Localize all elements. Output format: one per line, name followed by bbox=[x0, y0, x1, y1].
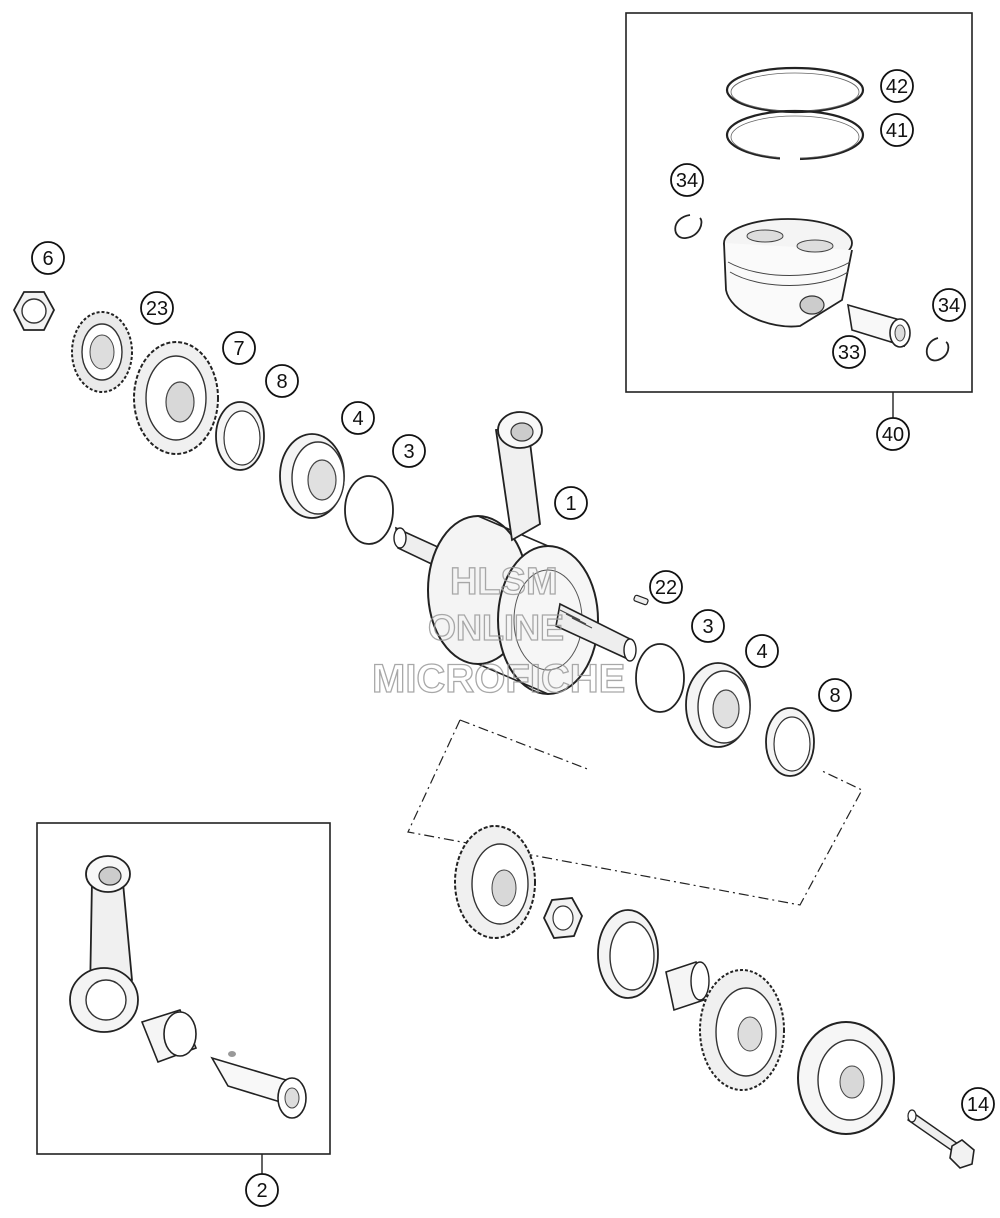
callout-41: 41 bbox=[880, 113, 914, 147]
callout-1-label: 1 bbox=[565, 493, 576, 515]
callout-7-label: 7 bbox=[233, 338, 244, 360]
piston-ring-gap bbox=[780, 152, 800, 164]
callout-34-right: 34 bbox=[932, 288, 966, 322]
callout-4-left-label: 4 bbox=[352, 408, 363, 430]
wrist-pin bbox=[210, 1051, 307, 1119]
callout-42: 42 bbox=[880, 69, 914, 103]
shim-right bbox=[635, 643, 685, 713]
alternate-version-outline bbox=[407, 719, 863, 906]
callout-34-right-label: 34 bbox=[938, 295, 960, 317]
conrod-kit-box bbox=[36, 822, 331, 1155]
alternate-gear bbox=[454, 825, 536, 939]
piston-kit-box bbox=[625, 12, 973, 393]
callout-2: 2 bbox=[245, 1173, 279, 1207]
primary-gear bbox=[71, 311, 133, 393]
conrod-kit-group bbox=[36, 822, 331, 1174]
callout-40: 40 bbox=[876, 417, 910, 451]
callout-3-right-label: 3 bbox=[702, 616, 713, 638]
needle-bushing bbox=[665, 960, 710, 1012]
piston-pin bbox=[847, 303, 911, 348]
piston-kit-group bbox=[625, 12, 973, 418]
callout-4-left: 4 bbox=[341, 401, 375, 435]
callout-1: 1 bbox=[554, 486, 588, 520]
callout-8-right: 8 bbox=[818, 678, 852, 712]
watermark-line1: HLSM bbox=[450, 561, 558, 603]
main-bearing-left bbox=[279, 433, 345, 519]
spacer-ring-right bbox=[765, 707, 815, 777]
circlip-right bbox=[925, 337, 950, 362]
piston bbox=[723, 218, 853, 328]
circlip-left bbox=[674, 214, 703, 239]
callout-3-right: 3 bbox=[691, 609, 725, 643]
callout-3-left-label: 3 bbox=[403, 441, 414, 463]
callout-4-right-label: 4 bbox=[756, 641, 767, 663]
callout-8-right-label: 8 bbox=[829, 685, 840, 707]
callout-34-left: 34 bbox=[670, 163, 704, 197]
callout-42-label: 42 bbox=[886, 76, 908, 98]
main-bearing-right bbox=[685, 662, 751, 748]
callout-4-right: 4 bbox=[745, 634, 779, 668]
callout-34-left-label: 34 bbox=[676, 170, 698, 192]
crankshaft bbox=[393, 411, 637, 695]
alternate-nut bbox=[543, 897, 583, 939]
callout-6: 6 bbox=[31, 241, 65, 275]
piston-ring-second-inner bbox=[730, 115, 860, 159]
piston-ring-second bbox=[725, 109, 865, 161]
spacer-ring-left bbox=[215, 401, 265, 471]
watermark: HLSM ONLINE MICROFICHE bbox=[371, 560, 626, 701]
starter-gear bbox=[699, 969, 785, 1091]
callout-14: 14 bbox=[961, 1087, 995, 1121]
callout-41-label: 41 bbox=[886, 120, 908, 142]
shim-left bbox=[344, 475, 394, 545]
callout-8-left: 8 bbox=[265, 364, 299, 398]
callout-23: 23 bbox=[140, 291, 174, 325]
callout-33: 33 bbox=[832, 335, 866, 369]
callout-40-label: 40 bbox=[882, 424, 904, 446]
piston-ring-top-inner bbox=[730, 72, 860, 112]
piston-ring-top bbox=[725, 66, 865, 114]
callout-14-label: 14 bbox=[967, 1094, 989, 1116]
callout-6-label: 6 bbox=[42, 248, 53, 270]
callout-7: 7 bbox=[222, 331, 256, 365]
crank-nut bbox=[12, 291, 56, 331]
callout-33-label: 33 bbox=[838, 342, 860, 364]
conrod-bearing bbox=[140, 1009, 198, 1064]
callout-2-label: 2 bbox=[256, 1180, 267, 1202]
callout-22-label: 22 bbox=[655, 577, 677, 599]
connecting-rod bbox=[69, 855, 139, 1033]
freewheel-rotor bbox=[797, 1021, 895, 1135]
alternate-version-outline-top bbox=[459, 719, 591, 771]
rotor-bolt bbox=[907, 1109, 975, 1169]
watermark-line3: MICROFICHE bbox=[372, 657, 625, 701]
watermark-line2: ONLINE bbox=[428, 607, 564, 648]
balancer-drive-gear bbox=[133, 341, 219, 455]
callout-22: 22 bbox=[649, 570, 683, 604]
woodruff-key bbox=[633, 594, 649, 606]
callout-3-left: 3 bbox=[392, 434, 426, 468]
alternate-bearing bbox=[597, 909, 659, 999]
callout-8-left-label: 8 bbox=[276, 371, 287, 393]
callout-23-label: 23 bbox=[146, 298, 168, 320]
